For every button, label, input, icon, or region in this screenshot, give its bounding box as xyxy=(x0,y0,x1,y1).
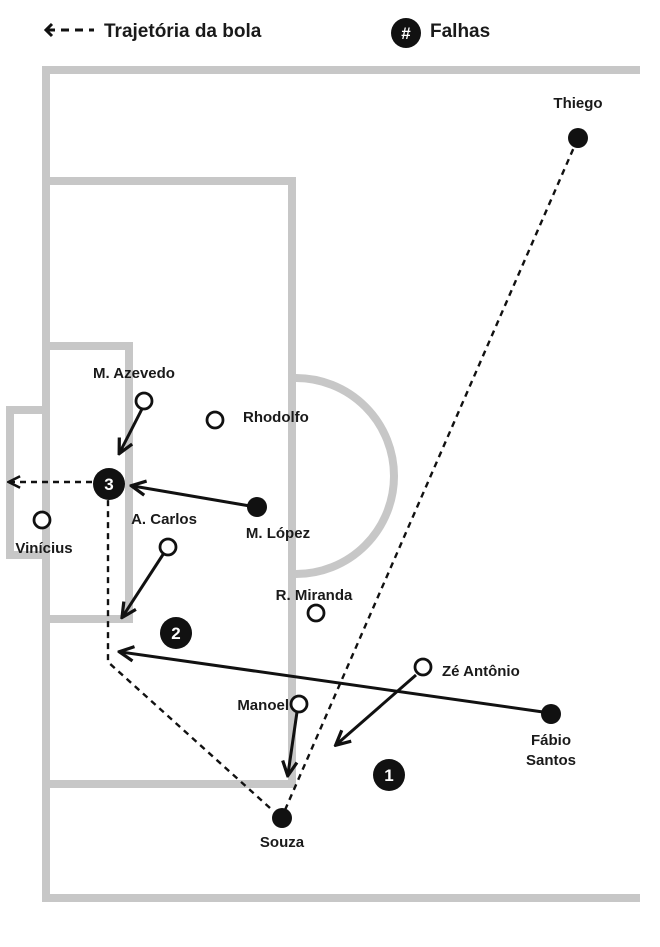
player-vinicius xyxy=(32,510,52,530)
arrow-m-lopez xyxy=(133,486,251,508)
legend: Trajetória da bola # Falhas xyxy=(43,18,490,48)
arrow-manoel xyxy=(288,711,299,774)
fault-legend-symbol: # xyxy=(401,24,411,43)
movement-arrows xyxy=(120,406,544,774)
fault-marker-1 xyxy=(373,759,405,791)
fault-marker-2 xyxy=(160,617,192,649)
player-souza xyxy=(272,808,292,828)
fault-number-3: 3 xyxy=(104,475,113,494)
fault-number-1: 1 xyxy=(384,766,393,785)
label-souza: Souza xyxy=(260,834,305,851)
arrow-fabio-santos xyxy=(121,652,544,714)
penalty-arc xyxy=(295,374,398,578)
fault-number-2: 2 xyxy=(171,624,180,643)
player-m-lopez xyxy=(247,497,267,517)
fault-legend-icon xyxy=(391,18,421,48)
ball-path-legend-icon xyxy=(43,22,94,38)
label-vinicius: Vinícius xyxy=(15,540,72,557)
label-fabio-santos-line2: Santos xyxy=(526,752,576,769)
player-fabio-santos xyxy=(541,704,561,724)
label-manoel: Manoel xyxy=(237,697,289,714)
players: Thiego M. Azevedo Rhodolfo Vinícius A. C… xyxy=(15,95,602,851)
arrow-a-carlos xyxy=(123,552,166,616)
label-fabio-santos-line1: Fábio xyxy=(531,732,571,749)
label-a-carlos: A. Carlos xyxy=(131,511,197,528)
label-m-azevedo: M. Azevedo xyxy=(93,365,175,382)
ball-path-legend-label: Trajetória da bola xyxy=(104,21,262,42)
arrow-ze-antonio xyxy=(337,673,417,744)
player-rhodolfo xyxy=(205,410,225,430)
player-m-azevedo xyxy=(134,391,154,411)
player-manoel xyxy=(289,694,309,714)
label-thiego: Thiego xyxy=(553,95,602,112)
ball-trajectory xyxy=(10,137,580,811)
fault-markers: 3 2 1 xyxy=(93,468,405,791)
fault-marker-3 xyxy=(93,468,125,500)
player-thiego xyxy=(568,128,588,148)
ball-path-segment xyxy=(283,137,580,811)
player-r-miranda xyxy=(306,603,326,623)
ball-path-segment xyxy=(106,488,271,809)
label-rhodolfo: Rhodolfo xyxy=(243,409,309,426)
pitch-outline xyxy=(42,66,640,902)
label-m-lopez: M. López xyxy=(246,525,310,542)
label-r-miranda: R. Miranda xyxy=(276,587,353,604)
arrow-m-azevedo xyxy=(120,406,145,452)
player-ze-antonio xyxy=(413,657,433,677)
penalty-area xyxy=(46,177,296,788)
fault-legend-label: Falhas xyxy=(430,21,490,42)
player-a-carlos xyxy=(158,537,178,557)
label-ze-antonio: Zé Antônio xyxy=(442,663,520,680)
